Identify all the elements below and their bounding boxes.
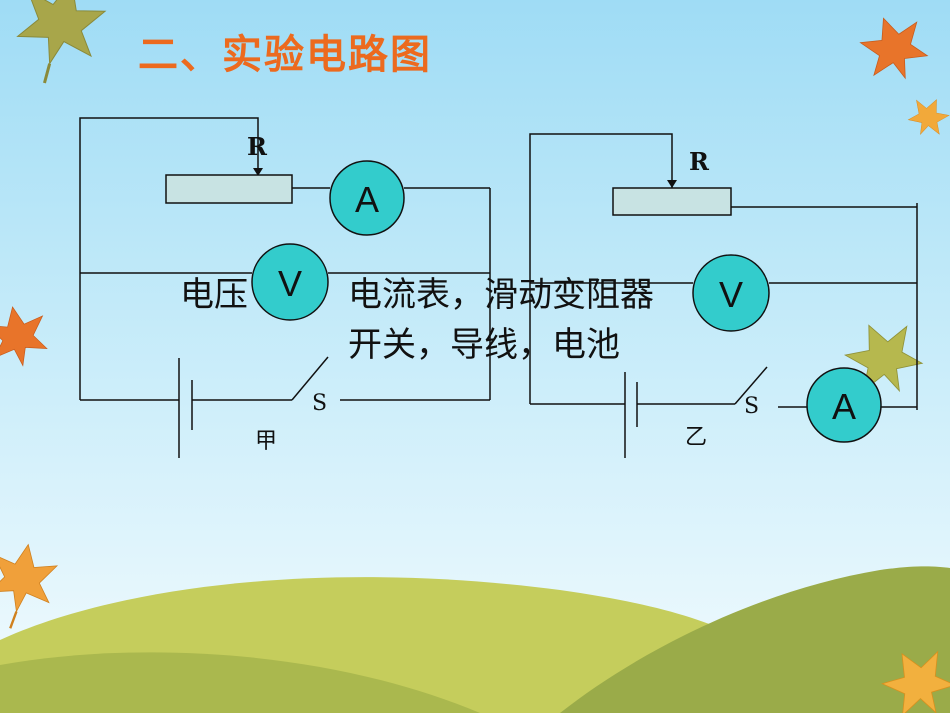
ammeter-b: A — [806, 367, 882, 443]
circuit-a — [79, 117, 491, 458]
svg-text:V: V — [719, 274, 743, 315]
maple-leaf-icon — [0, 543, 59, 629]
maple-leaf-icon — [843, 324, 924, 393]
rheostat-label-a: R — [247, 132, 268, 161]
hill-front-right — [560, 566, 950, 713]
slide-title: 二、实验电路图 — [138, 32, 432, 78]
circuit-label-b: 乙 — [685, 425, 707, 450]
circuit-b — [529, 133, 918, 458]
voltmeter-a: V — [251, 243, 329, 321]
maple-leaf-icon — [907, 99, 950, 135]
maple-leaf-icon — [859, 17, 929, 80]
maple-leaf-icon — [0, 306, 48, 367]
rheostat-label-b: R — [689, 147, 710, 176]
ammeter-a: A — [329, 160, 405, 236]
svg-text:V: V — [278, 263, 302, 304]
circuit-label-a: 甲 — [255, 429, 277, 454]
equipment-line1-prefix: 电压 — [180, 275, 248, 315]
equipment-line2: 开关，导线，电池 — [348, 325, 620, 365]
maple-leaf-icon — [16, 0, 107, 84]
rheostat-a — [165, 174, 293, 204]
rheostat-b — [612, 187, 732, 216]
voltmeter-b: V — [692, 254, 770, 332]
switch-label-b: S — [744, 394, 759, 419]
switch-label-a: S — [312, 391, 327, 416]
hill-front-left — [0, 652, 480, 713]
svg-text:A: A — [355, 179, 379, 220]
equipment-line1: 电流表，滑动变阻器 — [348, 275, 654, 315]
svg-text:A: A — [832, 386, 856, 427]
